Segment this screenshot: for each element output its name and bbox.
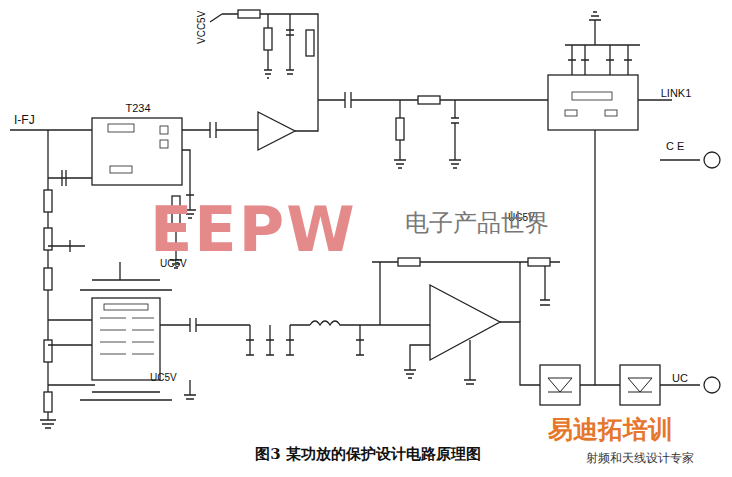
supply-name: UC5V <box>150 372 177 383</box>
watermark: 电子产品世界 <box>405 210 549 236</box>
watermark: 射频和天线设计专家 <box>586 452 694 465</box>
figure-caption: 图3 某功放的保护设计电路原理图 <box>255 446 481 463</box>
signal-name: I-FJ <box>14 114 35 127</box>
block-box: LINK1 <box>548 75 638 130</box>
block-box: T234 <box>92 118 182 185</box>
watermark: EEPW <box>150 196 357 264</box>
signal-name: UC <box>672 372 688 384</box>
supply-name: VCC5V <box>196 11 207 44</box>
part-name: T234 <box>123 102 152 114</box>
part-name: LINK1 <box>659 87 694 99</box>
signal-name: C E <box>666 140 684 152</box>
watermark: 易迪拓培训 <box>548 416 673 444</box>
